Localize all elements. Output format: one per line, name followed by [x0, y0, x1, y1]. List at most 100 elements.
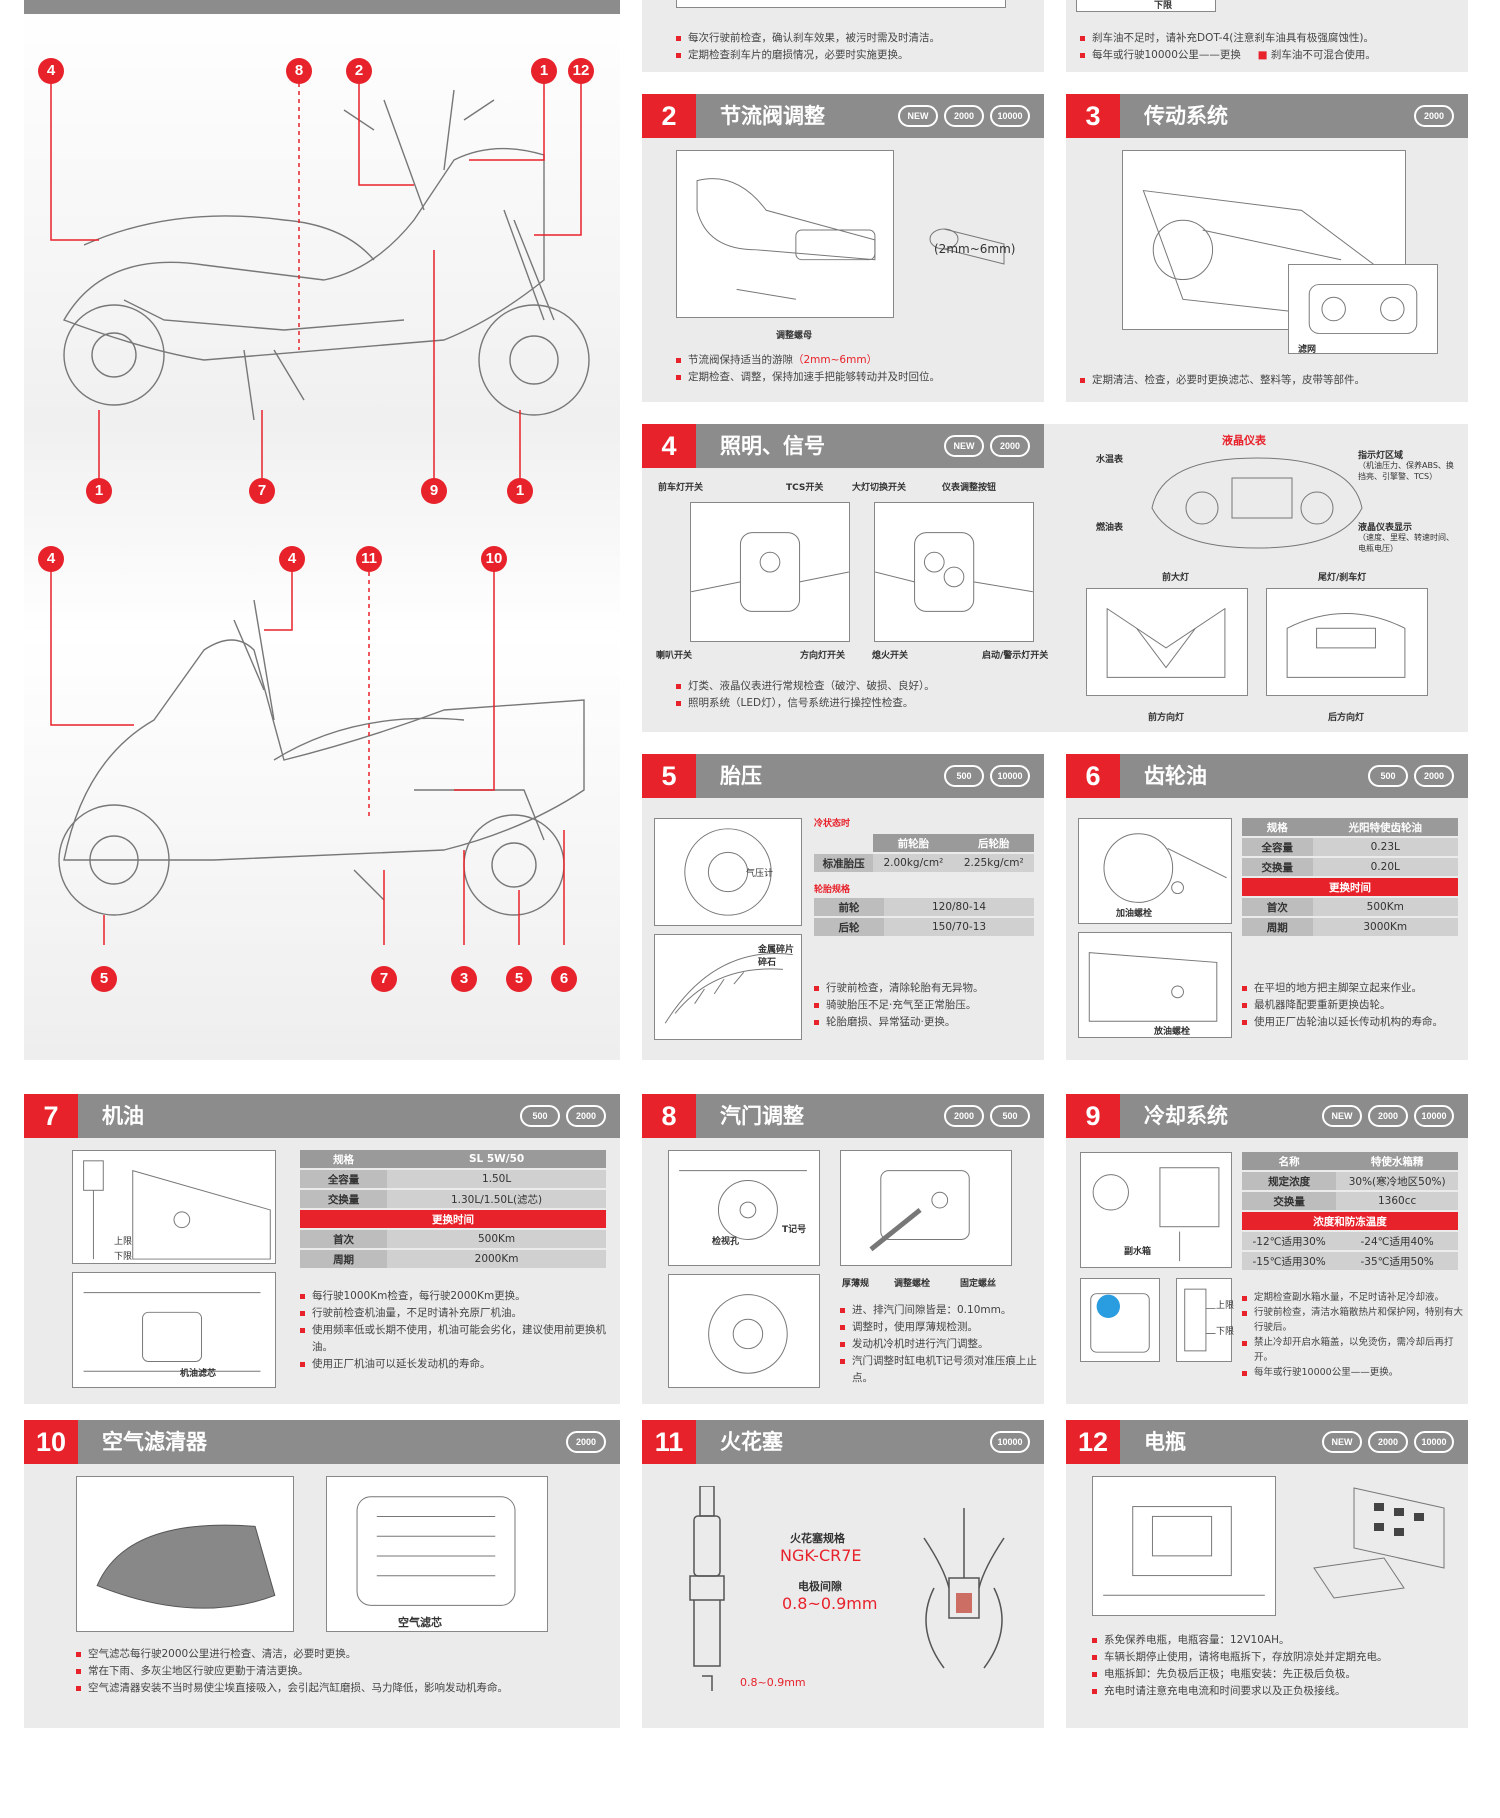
brake-notes-left: 每次行驶前检查，确认刹车效果，被污时需及时清洁。 定期检查刹车片的磨损情况，必要…	[676, 30, 1036, 64]
knob-label: 调整螺母	[776, 331, 813, 341]
section-title: 火花塞	[720, 1430, 783, 1454]
section-title: 齿轮油	[1144, 764, 1207, 788]
note: 在平坦的地方把主脚架立起来作业。	[1242, 980, 1466, 997]
hand-tool-figure	[923, 1508, 1005, 1669]
interval-icon: 2000	[1414, 105, 1454, 127]
interval-icon: 2000	[566, 1105, 606, 1127]
upper-limit-label: 上限	[1216, 1301, 1235, 1311]
interval-icon: 2000	[1414, 765, 1454, 787]
section-header: 7 机油 500 2000	[24, 1094, 620, 1138]
oil-filter-figure	[72, 1272, 276, 1388]
note: 刹车油不足时，请补充DOT-4(注意刹车油具有极强腐蚀性)。	[1080, 30, 1460, 47]
interval-icon: 500	[944, 765, 984, 787]
callout-bottom-1: 4	[38, 546, 64, 572]
label-tcs-switch: TCS开关	[786, 483, 824, 493]
section-header: 8 汽门调整 2000 500	[642, 1094, 1044, 1138]
interval-icon: 10000	[1414, 1105, 1454, 1127]
upper-limit-label: 上限	[114, 1237, 133, 1247]
section-title: 汽门调整	[720, 1104, 804, 1128]
note: 定期检查、调整，保持加速手把能够转动并及时回位。	[676, 369, 1036, 386]
section-title: 电瓶	[1144, 1430, 1186, 1454]
callout-top-8: 9	[421, 478, 447, 504]
note: 使用正厂齿轮油以延长传动机构的寿命。	[1242, 1014, 1466, 1031]
section-brake: 每次行驶前检查，确认刹车效果，被污时需及时清洁。 定期检查刹车片的磨损情况，必要…	[642, 0, 1044, 72]
note: 行驶前检查，清洁水箱散热片和保护网，特别有大行驶后。	[1242, 1305, 1464, 1335]
interval-icons: 500 10000	[944, 765, 1030, 787]
label-front-turn: 前方向灯	[1148, 713, 1185, 723]
label-lcd: 液晶仪表显示	[1358, 523, 1413, 533]
gap-title: 电极间隙	[798, 1580, 842, 1593]
note: 每年或行驶10000公里——更换。	[1242, 1365, 1464, 1380]
note: 灯类、液晶仪表进行常规检查（破泞、破损、良好）。	[676, 678, 1056, 695]
interval-icon: NEW	[898, 105, 938, 127]
section-number: 3	[1066, 94, 1120, 138]
level-marks-figure	[1176, 1278, 1232, 1362]
label-feeler: 厚薄规	[842, 1279, 870, 1289]
tire-gauge-figure	[654, 818, 802, 926]
section-number: 12	[1066, 1420, 1120, 1464]
note: 汽门调整时缸电机T记号须对准压痕上止点。	[840, 1353, 1040, 1387]
stone-label: 金属碎片 碎石	[758, 945, 795, 968]
label-water-temp: 水温表	[1096, 455, 1124, 465]
tire-tread-figure	[654, 934, 802, 1040]
label-indicator-area: 指示灯区域	[1358, 451, 1404, 461]
callout-top-4: 1	[531, 58, 557, 84]
callout-top-6: 1	[86, 478, 112, 504]
section-notes: 灯类、液晶仪表进行常规检查（破泞、破损、良好）。 照明系统（LED灯），信号系统…	[676, 678, 1056, 712]
sub-tank-label: 副水箱	[1124, 1247, 1152, 1257]
fill-bolt-label: 加油螺栓	[1116, 909, 1153, 919]
interval-icons: NEW 2000 10000	[1322, 1105, 1454, 1127]
callout-top-2: 8	[286, 58, 312, 84]
interval-icon: 500	[520, 1105, 560, 1127]
section-number: 5	[642, 754, 696, 798]
section-notes: 定期清洁、检查，必要时更换滤芯、整料等，皮带等部件。	[1080, 372, 1460, 389]
battery-compartment-figure	[1092, 1476, 1276, 1616]
interval-icon: 2000	[944, 1105, 984, 1127]
label-kill-switch: 熄火开关	[872, 651, 909, 661]
spark-plug-figure	[689, 1486, 725, 1691]
interval-icon: 10000	[990, 1431, 1030, 1453]
callout-top-7: 7	[249, 478, 275, 504]
gear-oil-fill-figure	[1078, 818, 1232, 924]
callout-bottom-5: 5	[91, 966, 117, 992]
label-horn: 喇叭开关	[656, 651, 693, 661]
section-title: 传动系统	[1144, 104, 1228, 128]
callout-top-5: 12	[568, 58, 594, 84]
section-spark-plug: 11 火花塞 10000 0.8~0.9mm 火花塞规格 NGK-CR7E 电极…	[642, 1420, 1044, 1728]
brake-fluid-figure	[1076, 0, 1216, 12]
section-number: 7	[24, 1094, 78, 1138]
label-dash-button: 仪表调整按钮	[942, 483, 997, 493]
section-throttle: 2 节流阀调整 NEW 2000 10000 (2mm~6mm) 调整螺母 节流…	[642, 94, 1044, 402]
note: 调整时，使用厚薄规检测。	[840, 1319, 1040, 1336]
label-rear-turn: 后方向灯	[1328, 713, 1365, 723]
tire-spec-label: 轮胎规格	[814, 885, 851, 895]
callout-bottom-8: 5	[506, 966, 532, 992]
reservoir-figure	[1080, 1278, 1160, 1362]
note: 车辆长期停止使用，请将电瓶拆下，存放阴凉处并定期充电。	[1092, 1649, 1464, 1666]
lower-limit-label: 下限	[1154, 1, 1173, 11]
callout-bottom-2: 4	[279, 546, 305, 572]
label-headlight: 前大灯	[1162, 573, 1190, 583]
note: 系免保养电瓶，电瓶容量：12V10AH。	[1092, 1632, 1464, 1649]
section-title: 空气滤清器	[102, 1430, 207, 1454]
section-tire-pressure: 5 胎压 500 10000 气压计 金属碎片 碎石 冷状态时 前轮胎后轮胎 标…	[642, 754, 1044, 1060]
label-adjust-bolt: 调整螺栓	[894, 1279, 931, 1289]
gauge-label: 气压计	[746, 869, 774, 879]
left-switch-figure	[690, 502, 850, 642]
headlight-figure	[1086, 588, 1248, 696]
filter-label: 滤网	[1298, 345, 1317, 355]
interval-icon: 2000	[1368, 1431, 1408, 1453]
note: 骑驶胎压不足·充气至正常胎压。	[814, 997, 1042, 1014]
callout-bottom-6: 7	[371, 966, 397, 992]
section-number: 2	[642, 94, 696, 138]
interval-icon: NEW	[944, 435, 984, 457]
label-taillight: 尾灯/刹车灯	[1318, 573, 1367, 583]
note: 发动机冷机时进行汽门调整。	[840, 1336, 1040, 1353]
interval-icons: NEW 2000	[944, 435, 1030, 457]
note: 每年或行驶10000公里——更换 ■ 刹车油不可混合使用。	[1080, 47, 1460, 64]
